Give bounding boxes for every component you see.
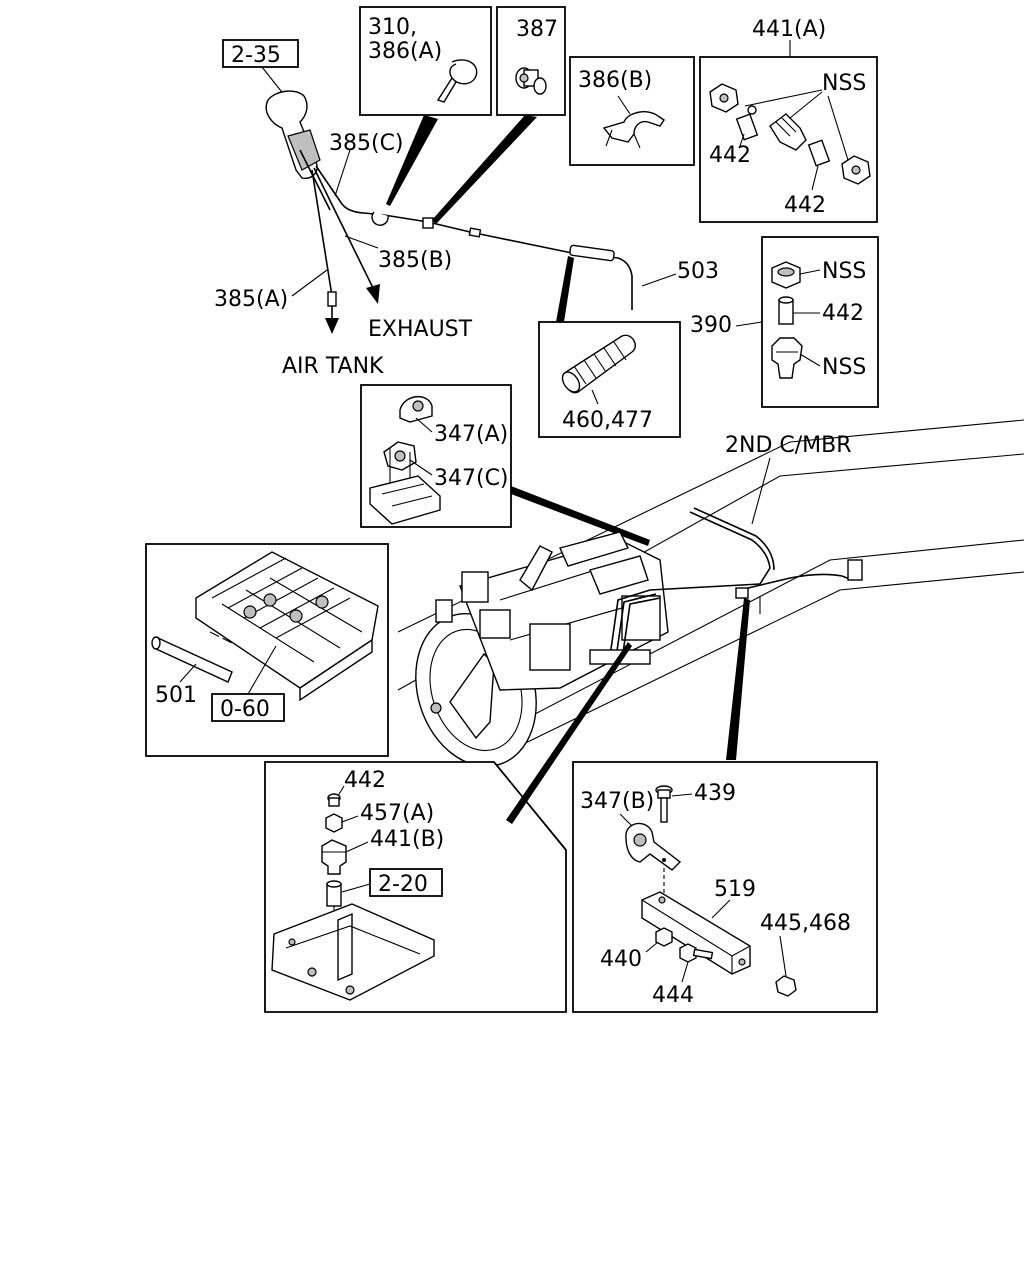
label-2nd-cmbr: 2ND C/MBR: [725, 433, 852, 458]
callout-wedge-387: [432, 115, 537, 224]
transmission-assembly: [397, 419, 1024, 771]
ref-label-2-20: 2-20: [378, 872, 428, 897]
label-347a: 347(A): [434, 422, 508, 447]
callout-wedge-347: [511, 486, 650, 546]
callout-wedge-310: [386, 115, 438, 206]
protector-460-on-pipe: [569, 244, 615, 262]
box-519: 347(B) 439 519 445,468 440 444: [572, 598, 878, 1013]
cable-tie-icon: [436, 59, 478, 103]
exhaust-arrow: [366, 284, 380, 304]
callout-wedge-519: [726, 598, 750, 760]
protector-tube-icon: [561, 334, 636, 394]
pipe-501-icon: [151, 636, 233, 683]
box-386b: 386(B): [569, 56, 695, 166]
hose-fitting-385a: [327, 291, 337, 307]
sleeve-390-icon: [778, 296, 794, 325]
box-501: 501 0-60: [145, 543, 389, 757]
fitting-441b-icon: [321, 839, 347, 875]
label-441b: 441(B): [370, 827, 444, 852]
bolt-444-icon: [679, 943, 714, 963]
label-2nd-cmbr-group: 2ND C/MBR: [725, 433, 852, 525]
label-347c: 347(C): [434, 466, 509, 491]
valve-plate-icon: [195, 551, 379, 702]
stud-icon: [326, 880, 342, 907]
label-386a: 386(A): [368, 39, 442, 64]
box-310-386a: 310, 386(A): [359, 6, 492, 206]
label-442-390: 442: [822, 301, 864, 326]
nut-457a-icon: [325, 813, 343, 833]
label-444: 444: [652, 983, 694, 1008]
callout-wedge-441b: [506, 642, 632, 824]
nut-440-icon: [655, 927, 673, 947]
box-441a: 441(A) NSS 442 442: [699, 17, 878, 223]
hose-385-group: 385(C) 385(B) 385(A) EXHAUST AIR TANK: [214, 131, 473, 379]
clamp-347b-icon: [625, 822, 682, 871]
mount-bracket-icon: [271, 903, 435, 1001]
label-390: 390: [690, 313, 732, 338]
nut-445-icon: [775, 975, 797, 997]
label-385a: 385(A): [214, 287, 288, 312]
box-390: 390 NSS 442 NSS: [690, 236, 879, 408]
ref-label-2-35: 2-35: [231, 43, 281, 68]
sleeve-right-icon: [807, 139, 831, 167]
label-385b: 385(B): [378, 248, 452, 273]
label-442-left: 442: [709, 143, 751, 168]
bolt-442-icon: [327, 793, 341, 807]
label-310: 310,: [368, 15, 417, 40]
label-nss-390-bottom: NSS: [822, 355, 866, 380]
shift-lever-valve: [265, 90, 331, 211]
label-439: 439: [694, 781, 736, 806]
clip-387-on-pipe: [422, 217, 434, 229]
ref-label-0-60: 0-60: [220, 697, 270, 722]
label-460-477: 460,477: [562, 408, 653, 433]
connector-2nd-cmbr: [847, 559, 863, 581]
label-exhaust: EXHAUST: [368, 317, 473, 342]
nut-left-icon: [709, 83, 739, 113]
union-fitting-icon: [769, 113, 807, 151]
bolt-439-icon: [655, 785, 673, 823]
air-tank-arrow: [325, 318, 339, 334]
label-501: 501: [155, 683, 197, 708]
clip-387-icon: [515, 67, 547, 95]
ref-2-35-group: 2-35: [222, 39, 299, 97]
label-445-468: 445,468: [760, 911, 851, 936]
bracket-519-icon: [641, 891, 751, 975]
label-air-tank: AIR TANK: [282, 354, 384, 379]
pipe-503: 503: [371, 211, 719, 310]
connector-390-icon: [771, 337, 803, 379]
label-457a: 457(A): [360, 801, 434, 826]
label-441a: 441(A): [752, 17, 826, 42]
label-503: 503: [677, 259, 719, 284]
ref-box-0-60[interactable]: [211, 693, 285, 722]
label-519: 519: [714, 877, 756, 902]
label-385c: 385(C): [329, 131, 404, 156]
bracket-347-icon: [369, 475, 441, 525]
label-440: 440: [600, 947, 642, 972]
label-nss-441a: NSS: [822, 71, 866, 96]
nut-390-icon: [771, 261, 801, 289]
label-387: 387: [516, 17, 558, 42]
label-347b: 347(B): [580, 789, 654, 814]
box-387: 387: [432, 6, 566, 224]
label-nss-390-top: NSS: [822, 259, 866, 284]
callout-wedge-460: [556, 256, 574, 322]
clamp-347a-icon: [399, 396, 433, 423]
label-442-right: 442: [784, 193, 826, 218]
clip-on-pipe: [371, 211, 389, 226]
label-442-441b: 442: [344, 768, 386, 793]
sleeve-left-icon: [735, 105, 759, 141]
clip-386b-icon: [602, 111, 665, 149]
ref-box-2-35[interactable]: [222, 39, 299, 68]
nut-right-icon: [841, 155, 871, 185]
clamp-347c-icon: [383, 441, 417, 500]
box-347a-347c: 347(A) 347(C): [360, 384, 650, 546]
ref-box-2-20[interactable]: [369, 868, 443, 897]
box-460-477: 460,477: [538, 256, 681, 438]
box-441b: 442 457(A) 441(B) 2-20: [264, 642, 632, 1013]
label-386b: 386(B): [578, 68, 652, 93]
